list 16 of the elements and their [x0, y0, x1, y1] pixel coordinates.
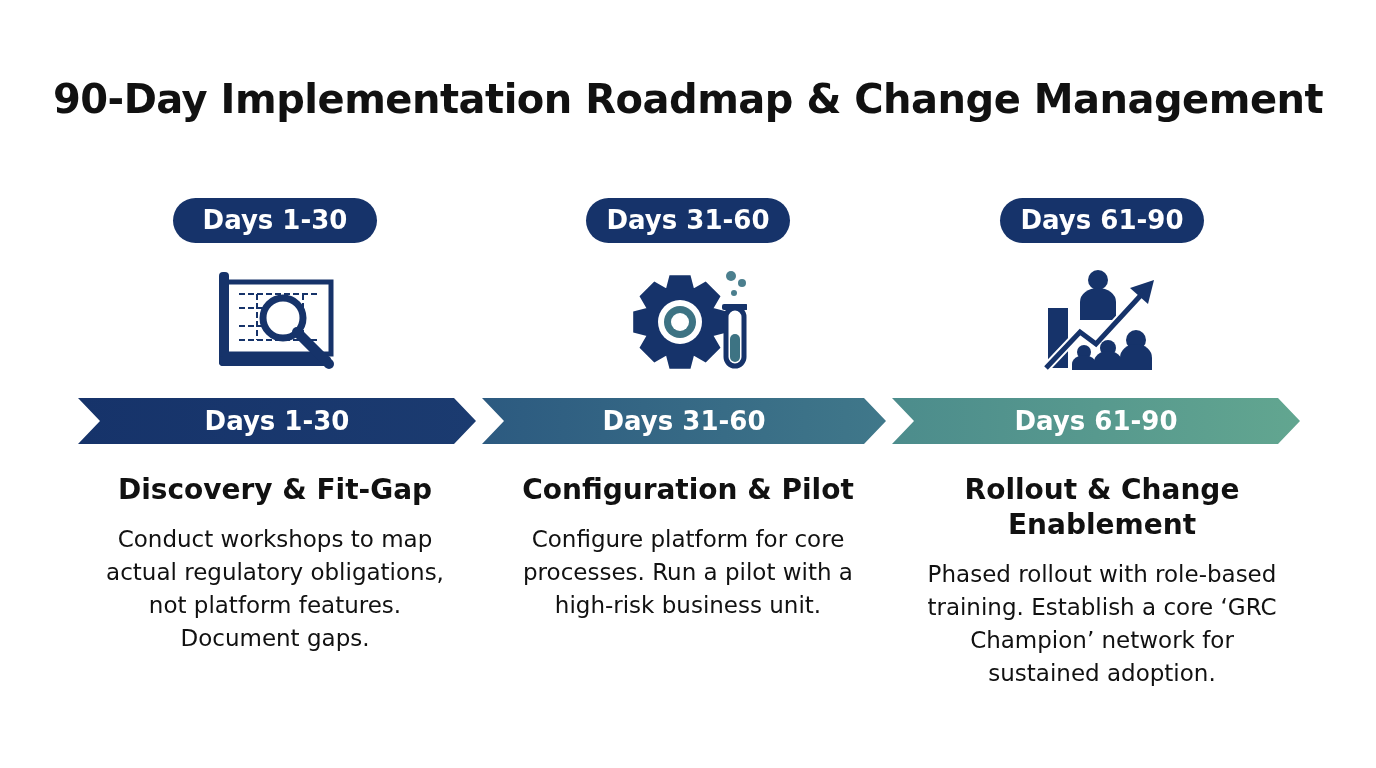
- phase-label: Days 1-30: [204, 405, 350, 438]
- phase-description: Conduct workshops to map actual regulatory obligations, not platform features. Document gaps.: [105, 525, 445, 653]
- date-pill: Days 61-90: [1000, 198, 1204, 243]
- phase-description: Phased rollout with role-based training. Establish a core ‘GRC Champion’ network for sustained adoption.: [926, 560, 1278, 688]
- diagram-title: 90-Day Implementation Roadmap & Change Management: [51, 76, 1325, 122]
- phase-band: [482, 398, 886, 444]
- phase-heading: Discovery & Fit-Gap: [116, 472, 434, 507]
- phase-label: Days 61-90: [1014, 405, 1178, 438]
- phase-label: Days 31-60: [602, 405, 766, 438]
- phase-heading: Rollout & Change Enablement: [963, 472, 1241, 542]
- date-pill: Days 31-60: [586, 198, 790, 243]
- phase-band: [78, 398, 476, 444]
- phase-description: Configure platform for core processes. Run a pilot with a high-risk business unit.: [522, 525, 854, 620]
- phase-band: [892, 398, 1300, 444]
- date-pill: Days 1-30: [173, 198, 377, 243]
- phase-heading: Configuration & Pilot: [521, 472, 855, 507]
